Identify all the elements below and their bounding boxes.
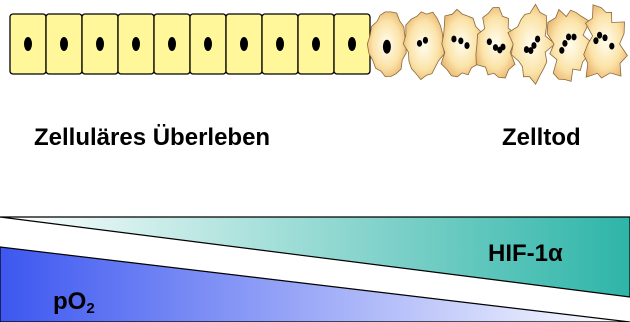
dying-cell [547,10,593,82]
healthy-cell [262,14,298,74]
nucleus-fragment [451,36,456,43]
cell-nucleus [60,37,68,51]
healthy-cell [118,14,154,74]
healthy-cell [154,14,190,74]
nucleus-fragment [423,37,428,44]
dying-cell [441,9,482,77]
nucleus-fragment [597,32,602,39]
cell-nucleus [240,37,248,51]
healthy-cell [190,14,226,74]
nucleus-fragment [562,40,567,47]
healthy-cell [334,14,370,74]
dying-cell [367,12,406,77]
nucleus-fragment [571,34,576,41]
dying-cell [508,4,555,84]
healthy-cell [10,14,46,74]
healthy-cell [226,14,262,74]
cell-nucleus [24,37,32,51]
nucleus-fragment [531,42,536,49]
nucleus-fragment [458,37,463,44]
dying-cell [403,12,444,80]
cell-nucleus [96,37,104,51]
dying-cell [584,5,628,78]
nucleus-fragment [593,37,598,44]
cell-nucleus [276,37,284,51]
dying-cell [476,8,516,78]
nucleus-fragment [602,34,607,41]
nucleus-fragment [500,44,505,51]
healthy-cell [46,14,82,74]
nucleus-fragment [559,47,564,54]
healthy-cell [298,14,334,74]
nucleus-fragment [524,46,529,53]
cell-nucleus [348,37,356,51]
nucleus-fragment [487,38,492,45]
nucleus-fragment [535,36,540,43]
po2-label: pO2 [53,288,95,317]
nucleus-fragment [383,40,391,54]
nucleus-fragment [566,34,571,41]
cell-nucleus [204,37,212,51]
cell-nucleus [132,37,140,51]
hif-1-alpha-label: HIF-1α [488,240,563,268]
cell-strip [0,0,630,90]
healthy-cell [82,14,118,74]
nucleus-fragment [464,42,469,49]
nucleus-fragment [417,40,422,47]
cell-survival-label: Zelluläres Überleben [34,124,270,152]
nucleus-fragment [609,43,614,50]
cell-nucleus [312,37,320,51]
cell-nucleus [168,37,176,51]
cell-death-label: Zelltod [502,124,581,152]
